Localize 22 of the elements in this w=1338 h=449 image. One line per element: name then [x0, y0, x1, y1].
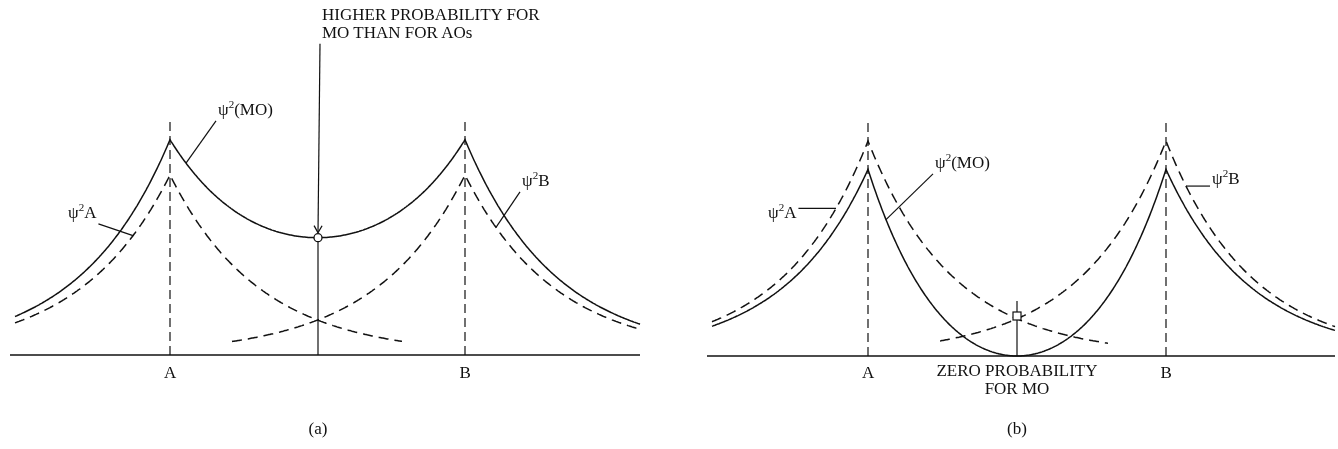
axis-label: A: [164, 364, 177, 382]
leader-line: [97, 223, 134, 237]
leader-line: [1185, 185, 1211, 187]
curve-label: ψ$^{2}$A: [768, 204, 797, 222]
curve-label: ψ$^{2}$(MO): [218, 101, 273, 119]
leader-line: [885, 173, 934, 221]
leader-line: [185, 120, 217, 164]
panel-label: (b): [1007, 420, 1027, 438]
curve-label: ψ$^{2}$A: [68, 204, 97, 222]
axis-label: B: [1160, 364, 1172, 382]
leader-line: [797, 207, 837, 210]
axis-label: A: [862, 364, 875, 382]
axis-label: B: [459, 364, 471, 382]
leader-line: [495, 191, 521, 229]
annotation-text: ZERO PROBABILITY FOR MO: [935, 362, 1099, 398]
annotation-text: HIGHER PROBABILITY FOR MO THAN FOR AOs: [322, 6, 547, 42]
leader-arrow: [313, 43, 323, 234]
curve-label: ψ$^{2}$B: [522, 172, 550, 190]
point-marker: [313, 233, 323, 243]
curve-label: ψ$^{2}$B: [1212, 170, 1240, 188]
panel-label: (a): [308, 420, 328, 438]
curve-label: ψ$^{2}$(MO): [935, 154, 990, 172]
